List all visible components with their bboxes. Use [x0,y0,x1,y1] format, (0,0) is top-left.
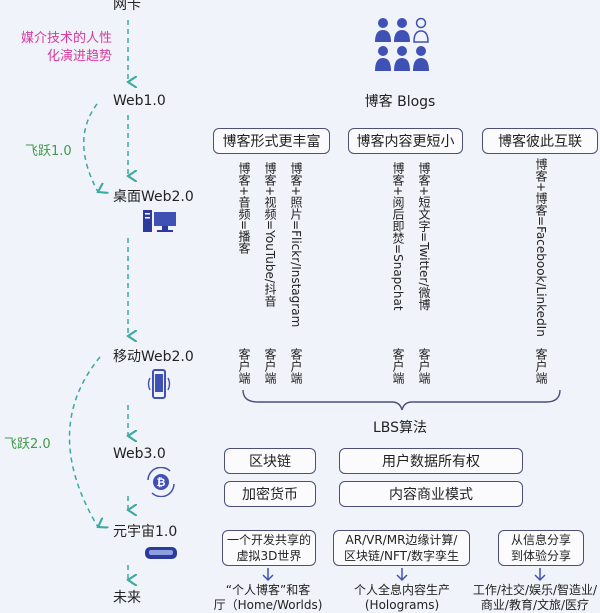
desktop-computer-icon [143,210,176,232]
vr-headset-icon [145,547,177,559]
result-line: (Holograms) [364,598,440,612]
bitcoin-icon: ₿ [147,467,175,497]
result-line: “个人博客”和客 [225,583,311,597]
client-label: 客户端 [237,348,251,384]
category-shorter-content: 博客内容更短小 [348,128,463,154]
leap1-label: 飞跃1.0 [25,144,72,159]
metaverse-3d-world: 一个开发共享的虚拟3D世界 [222,530,316,566]
stage-future: 未来 [113,590,141,606]
web3-data-ownership: 用户数据所有权 [339,448,523,474]
blog-item: 博客+短文字=Twitter/微博 [417,162,431,311]
client-label: 客户端 [263,348,277,384]
result-line: 工作/社交/娱乐/智造业/ [472,583,598,597]
box-line: 虚拟3D世界 [236,549,302,563]
box-line: 到体验分享 [510,549,571,563]
blog-item: 博客+照片=Flickr/Instagram [289,162,303,328]
blogs-people-icon [375,17,429,71]
stage-partial: 网卡 [113,0,141,13]
stage-metaverse: 元宇宙1.0 [113,524,178,540]
category-richer-forms: 博客形式更丰富 [213,128,330,154]
trend-note: 媒介技术的人性 化演进趋势 [21,30,112,66]
stage-desktop-web2: 桌面Web2.0 [113,189,194,205]
box-line: 区块链/NFT/数字孪生 [343,549,460,563]
result-line: 商业/教育/文旅/医疗 [480,598,590,612]
blogs-title: 博客 Blogs [364,94,436,110]
brace [242,389,561,411]
client-label: 客户端 [391,348,405,384]
leap2-label: 飞跃2.0 [4,437,51,452]
mobile-phone-icon [147,369,171,399]
leap1-curve [83,103,98,192]
result-line: 个人全息内容生产 [353,583,450,597]
client-label: 客户端 [534,348,548,384]
box-line: 从信息分享 [510,533,571,547]
result-industries: 工作/社交/娱乐/智造业/商业/教育/文旅/医疗 [468,583,600,613]
client-label: 客户端 [417,348,431,384]
leap2-curve [68,356,100,527]
metaverse-experience: 从信息分享到体验分享 [498,530,584,566]
blog-item: 博客+视频=YouTube/抖音 [263,162,277,307]
blog-item: 博客+阅后即焚=Snapchat [391,162,405,311]
result-home-worlds: “个人博客”和客厅（Home/Worlds) [208,583,328,613]
web3-content-business: 内容商业模式 [339,481,523,507]
web3-crypto: 加密货币 [224,481,316,507]
web3-blockchain: 区块链 [224,448,316,474]
box-line: 一个开发共享的 [226,533,311,547]
trend-note-line: 媒介技术的人性 [20,31,112,46]
blog-item: 博客+博客=Facebook/LinkedIn [534,158,548,337]
category-interconnected: 博客彼此互联 [482,128,598,154]
stage-web3: Web3.0 [113,446,166,462]
result-line: 厅（Home/Worlds) [213,598,323,612]
lbs-label: LBS算法 [372,420,428,436]
blog-item: 博客+音频=播客 [237,162,251,255]
metaverse-tech: AR/VR/MR边缘计算/区块链/NFT/数字孪生 [333,530,470,566]
trend-note-line: 化演进趋势 [46,49,112,64]
client-label: 客户端 [289,348,303,384]
stage-mobile-web2: 移动Web2.0 [113,349,194,365]
svg-text:₿: ₿ [157,476,166,489]
stage-web1: Web1.0 [113,93,166,109]
result-holograms: 个人全息内容生产(Holograms) [342,583,462,613]
box-line: AR/VR/MR边缘计算/ [345,533,458,547]
